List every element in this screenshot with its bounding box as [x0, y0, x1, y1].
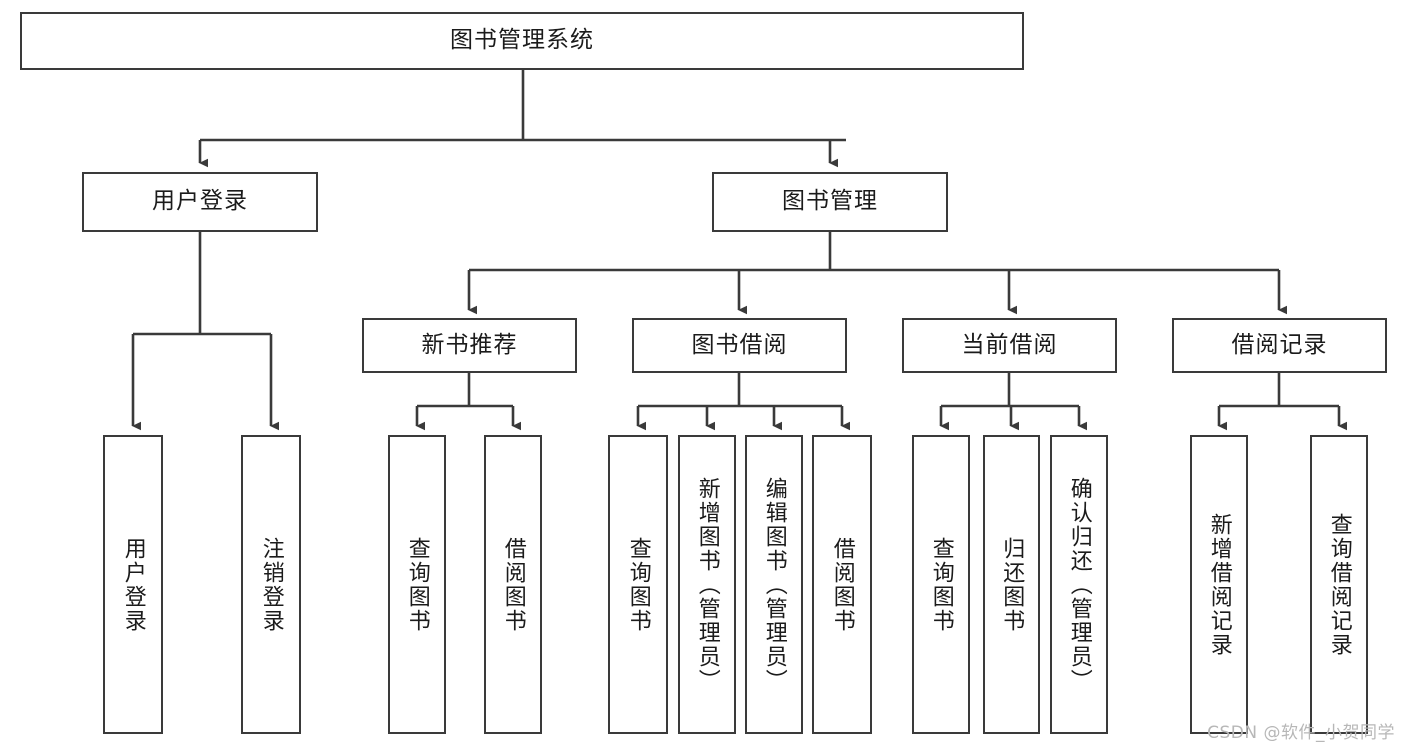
- node-label: 图书管理: [782, 188, 878, 215]
- node-leaf-confirm-return-admin[interactable]: 确认归还（管理员）: [1050, 435, 1108, 734]
- node-label: 查询借阅记录: [1326, 512, 1352, 657]
- node-label: 查询图书: [404, 536, 430, 633]
- node-system-root[interactable]: 图书管理系统: [20, 12, 1024, 70]
- node-leaf-edit-book-admin[interactable]: 编辑图书（管理员）: [745, 435, 803, 734]
- node-leaf-borrow-book-rec[interactable]: 借阅图书: [484, 435, 542, 734]
- node-leaf-query-borrow-record[interactable]: 查询借阅记录: [1310, 435, 1368, 734]
- node-leaf-query-book-rec[interactable]: 查询图书: [388, 435, 446, 734]
- node-label: 借阅图书: [500, 536, 526, 633]
- node-leaf-borrow-book[interactable]: 借阅图书: [812, 435, 872, 734]
- node-label: 归还图书: [999, 536, 1025, 633]
- node-borrow-record[interactable]: 借阅记录: [1172, 318, 1387, 373]
- node-label: 查询图书: [625, 536, 651, 633]
- node-label: 注销登录: [258, 536, 284, 633]
- watermark-text: CSDN @软件_小贺同学: [1207, 723, 1395, 743]
- node-new-book-recommend[interactable]: 新书推荐: [362, 318, 577, 373]
- node-leaf-add-borrow-record[interactable]: 新增借阅记录: [1190, 435, 1248, 734]
- node-label: 用户登录: [152, 188, 248, 215]
- node-label: 图书管理系统: [450, 27, 594, 54]
- node-book-management[interactable]: 图书管理: [712, 172, 948, 232]
- node-book-borrow[interactable]: 图书借阅: [632, 318, 847, 373]
- node-leaf-query-book-current[interactable]: 查询图书: [912, 435, 970, 734]
- node-leaf-query-book-borrow[interactable]: 查询图书: [608, 435, 668, 734]
- node-label: 新书推荐: [421, 331, 518, 358]
- node-label: 借阅记录: [1231, 331, 1328, 358]
- node-leaf-add-book-admin[interactable]: 新增图书（管理员）: [678, 435, 736, 734]
- node-label: 新增借阅记录: [1206, 512, 1232, 657]
- node-label: 借阅图书: [829, 536, 855, 633]
- node-label: 编辑图书（管理员）: [761, 476, 787, 693]
- node-label: 新增图书（管理员）: [694, 476, 720, 693]
- node-label: 当前借阅: [961, 331, 1058, 358]
- node-label: 确认归还（管理员）: [1066, 476, 1092, 693]
- node-user-login[interactable]: 用户登录: [82, 172, 318, 232]
- node-label: 查询图书: [928, 536, 954, 633]
- node-current-borrow[interactable]: 当前借阅: [902, 318, 1117, 373]
- node-leaf-return-book[interactable]: 归还图书: [983, 435, 1040, 734]
- node-leaf-logout[interactable]: 注销登录: [241, 435, 301, 734]
- node-label: 用户登录: [120, 536, 146, 633]
- node-label: 图书借阅: [691, 331, 788, 358]
- node-leaf-user-login[interactable]: 用户登录: [103, 435, 163, 734]
